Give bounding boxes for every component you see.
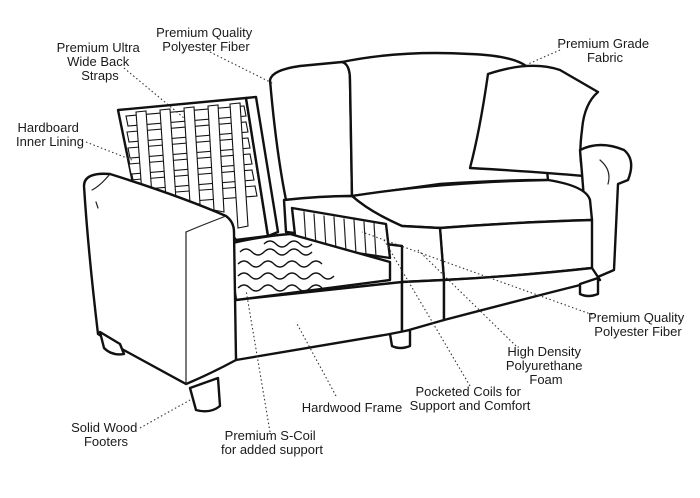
sofa-illustration xyxy=(82,51,633,413)
callout-labels: Premium Quality Polyester Fiber Premium … xyxy=(16,25,688,457)
callout-hardboard-lining: Hardboard Inner Lining xyxy=(16,120,84,149)
foot-back-right xyxy=(578,276,600,298)
throw-pillow xyxy=(468,64,600,178)
frame-base-right xyxy=(442,266,602,322)
leader-premium-quality-fiber-right xyxy=(361,231,597,317)
callout-grade-fabric: Premium Grade Fabric xyxy=(557,36,652,65)
foot-front-left xyxy=(188,376,222,413)
leader-s-coil xyxy=(245,289,271,433)
leader-wood-footers xyxy=(139,399,191,429)
s-coils xyxy=(237,240,335,292)
back-cushion-left xyxy=(268,60,354,202)
back-straps xyxy=(125,102,258,229)
callout-high-density-foam: High Density Polyurethane Foam xyxy=(506,344,586,387)
s-coil-deck xyxy=(226,232,392,302)
callout-back-straps: Premium Ultra Wide Back Straps xyxy=(57,40,144,83)
callout-premium-quality-fiber-top: Premium Quality Polyester Fiber xyxy=(156,25,256,54)
callout-pocketed-coils: Pocketed Coils for Support and Comfort xyxy=(410,384,531,413)
leader-back-straps xyxy=(123,67,185,119)
leader-pocketed-coils xyxy=(383,239,471,387)
leader-premium-quality-fiber-top xyxy=(209,51,275,85)
callout-wood-footers: Solid Wood Footers xyxy=(71,420,141,449)
callout-premium-quality-fiber-right: Premium Quality Polyester Fiber xyxy=(588,310,688,339)
leader-high-density-foam xyxy=(417,249,517,347)
foot-front-right xyxy=(388,328,412,350)
leader-grade-fabric xyxy=(527,49,561,65)
callout-s-coil: Premium S-Coil for added support xyxy=(221,428,323,457)
leader-lines xyxy=(85,49,597,433)
leader-hardboard-lining xyxy=(85,141,133,161)
callout-hardwood-frame: Hardwood Frame xyxy=(302,400,402,415)
hardboard-lining-panel xyxy=(244,95,280,238)
foot-back-left xyxy=(98,330,126,356)
